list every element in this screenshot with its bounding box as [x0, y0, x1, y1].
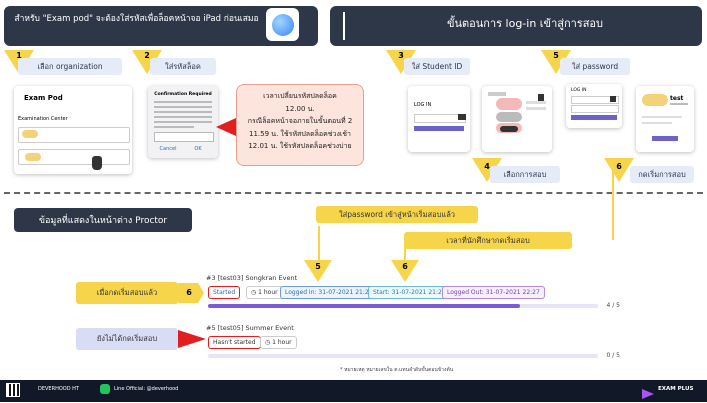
marker-6-number: 6 [402, 262, 408, 271]
row1-logged-in: Logged In: 31-07-2021 21:26 [280, 286, 378, 299]
red-arrow-2-icon [178, 330, 206, 348]
step-2-label: ใส่รหัสล็อค [150, 58, 216, 75]
step-6-marker [604, 158, 634, 182]
row2-progress-text: 0 / 5 [606, 352, 620, 359]
note-start-time: เวลาที่นักศึกษากดเริ่มสอบ [404, 232, 572, 249]
exam-plus-logo-icon [642, 384, 654, 399]
step-2-marker [132, 50, 162, 74]
exampod-field-2 [18, 149, 130, 165]
confirmation-title: Confirmation Required [154, 92, 212, 97]
header-right-bar [330, 6, 702, 46]
header-left-bar [4, 6, 318, 46]
header-right-title: ขั้นตอนการ log-in เข้าสู่การสอบ [446, 17, 604, 30]
line-icon [100, 384, 110, 394]
step-4-number: 4 [484, 162, 490, 171]
exam-select-screenshot [482, 86, 552, 152]
exampod-field-1 [18, 127, 130, 143]
lock-info-line5: 12.01 น. ใช้รหัสปลดล็อคช่วงบ่าย [248, 142, 352, 150]
row2-title: #5 [test05] Summer Event [206, 324, 294, 332]
section-divider [4, 192, 703, 194]
connector-line-6 [404, 246, 406, 260]
footer-right-brand: EXAM PLUS [658, 386, 694, 392]
confirmation-cancel-button[interactable]: Cancel [159, 146, 177, 152]
red-arrow-icon [216, 118, 236, 136]
legend-note: * หมายเหตุ หมายเลขใน ต.แทนลำดับขั้นตอนข้… [340, 367, 454, 373]
qr-code-icon [6, 383, 20, 397]
step-5-label: ใส่ password [560, 58, 630, 75]
step-5-marker [541, 50, 571, 74]
step-1-label: เลือก organization [18, 58, 122, 75]
row1-progress-text: 4 / 5 [606, 302, 620, 309]
exampod-screenshot: Exam Pod Examination Center [14, 86, 132, 174]
footer-line: Line Official: @deverhood [114, 386, 179, 392]
row2-duration: ◷ 1 hour [260, 336, 297, 349]
marker-5-icon [304, 260, 332, 282]
note-password: ใส่password เข้าสู่หน้าเริ่มสอบแล้ว [316, 206, 478, 223]
lock-info-line3: กรณีล็อคหน้าจอภายในขั้นตอนที่ 2 [247, 117, 353, 125]
row1-progress-track [208, 304, 598, 308]
lock-info-line2: 12.00 น. [285, 104, 315, 113]
confirmation-ok-button[interactable]: OK [194, 146, 202, 152]
row2-progress-track [208, 354, 598, 358]
password-input[interactable] [571, 96, 619, 104]
step-4-label: เลือกการสอบ [490, 166, 560, 183]
marker-6b-icon [178, 283, 204, 303]
header-divider [343, 12, 345, 40]
connector-line-5 [318, 226, 320, 260]
footer-bar [0, 380, 707, 402]
row1-progress-fill [208, 304, 520, 308]
step-2-number: 2 [144, 51, 150, 60]
row1-status-badge: Started [208, 286, 241, 299]
clock-icon: ◷ [265, 339, 273, 346]
not-started-explain-label: ยังไม่ได้กดเริ่มสอบ [76, 328, 178, 350]
step-3-marker [386, 50, 416, 74]
start-exam-button[interactable] [652, 136, 678, 141]
connector-line-6-top [612, 166, 614, 240]
step-1-number: 1 [16, 51, 22, 60]
row1-start: Start: 31-07-2021 21:26 [368, 286, 451, 299]
start-exam-screenshot: test [636, 86, 694, 152]
proctor-panel [198, 268, 624, 364]
step-3-label: ใส่ Student ID [404, 58, 470, 75]
marker-5-number: 5 [315, 262, 321, 271]
row1-duration: ◷ 1 hour [246, 286, 283, 299]
row1-logged-out: Logged Out: 31-07-2021 22:27 [442, 286, 545, 299]
started-explain-label: เมื่อกดเริ่มสอบแล้ว [76, 282, 178, 304]
login-screenshot: LOG IN [408, 86, 470, 152]
login-button[interactable] [414, 126, 464, 131]
step-3-number: 3 [398, 51, 404, 60]
row2-status-badge: Hasn't started [208, 336, 261, 349]
lock-info-line1: เวลาเปลี่ยนรหัสปลดล็อค [263, 92, 337, 100]
header-left-title: สำหรับ "Exam pod" จะต้องใส่รหัสเพื่อล็อค… [14, 14, 259, 24]
lock-info-line4: 11.59 น. ใช้รหัสปลดล็อคช่วงเช้า [249, 129, 351, 138]
step-6-label: กดเริ่มการสอบ [630, 166, 694, 183]
step-6-number: 6 [616, 162, 622, 171]
exampod-field-label: Examination Center [18, 116, 68, 122]
step-5-number: 5 [553, 51, 559, 60]
clock-icon: ◷ [251, 289, 259, 296]
password-submit-button[interactable] [571, 115, 617, 120]
password-screenshot: LOG IN [566, 84, 622, 128]
row1-title: #3 [test03] Songkran Event [206, 274, 298, 282]
exampod-title: Exam Pod [24, 94, 63, 102]
marker-6-icon [391, 260, 419, 282]
hand-pointer-icon [92, 156, 102, 170]
login-title: LOG IN [414, 102, 432, 108]
confirmation-input[interactable] [154, 132, 214, 142]
confirmation-screenshot: Confirmation Required Cancel OK [148, 86, 218, 158]
exampod-app-icon [266, 8, 299, 41]
start-exam-title: test [670, 95, 684, 102]
lock-info-box: เวลาเปลี่ยนรหัสปลดล็อค 12.00 น. กรณีล็อค… [236, 84, 364, 166]
footer-brand: DEVERHOOD HT [38, 386, 79, 392]
proctor-section-title: ข้อมูลที่แสดงในหน้าต่าง Proctor [14, 208, 192, 232]
marker-6b-number: 6 [186, 288, 192, 297]
step-4-marker [472, 158, 502, 182]
password-title: LOG IN [571, 88, 587, 93]
